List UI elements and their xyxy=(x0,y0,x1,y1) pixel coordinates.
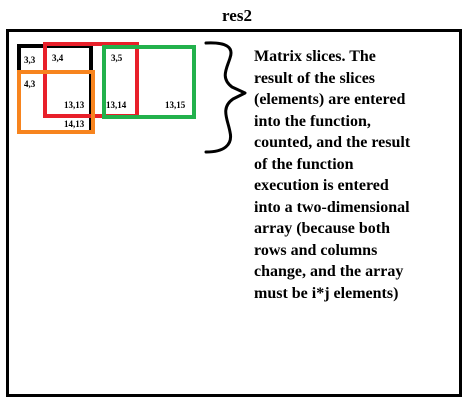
cell-label-13-15: 13,15 xyxy=(165,100,186,110)
cell-label-13-14: 13,14 xyxy=(106,100,127,110)
cell-label-4-3: 4,3 xyxy=(24,79,36,89)
description-line: change, and the array xyxy=(254,263,404,280)
description-line: Matrix slices. The xyxy=(254,48,376,65)
description-line: into a two-dimensional xyxy=(254,198,410,216)
curly-brace-icon xyxy=(204,41,247,154)
description-line: rows and columns xyxy=(254,241,378,259)
description-line: array (because both xyxy=(254,220,390,237)
slice-orange xyxy=(17,70,95,134)
description-line: counted, and the result xyxy=(254,134,411,151)
cell-label-13-13: 13,13 xyxy=(64,100,85,110)
description-text: Matrix slices. The result of the slices … xyxy=(254,46,459,304)
description-line: of the function xyxy=(254,155,354,173)
cell-label-3-5: 3,5 xyxy=(111,53,123,63)
description-line: must be i*j elements) xyxy=(254,284,399,302)
slice-green xyxy=(102,45,196,119)
diagram-title: res2 xyxy=(222,6,252,25)
cell-label-3-3: 3,3 xyxy=(24,55,36,65)
result-array-frame xyxy=(6,29,462,397)
cell-label-14-13: 14,13 xyxy=(64,119,85,129)
description-line: execution is entered xyxy=(254,177,389,194)
description-line: result of the slices xyxy=(254,69,376,87)
cell-label-3-4: 3,4 xyxy=(52,53,64,63)
description-line: into the function, xyxy=(254,112,371,130)
description-line: (elements) are entered xyxy=(254,91,406,108)
